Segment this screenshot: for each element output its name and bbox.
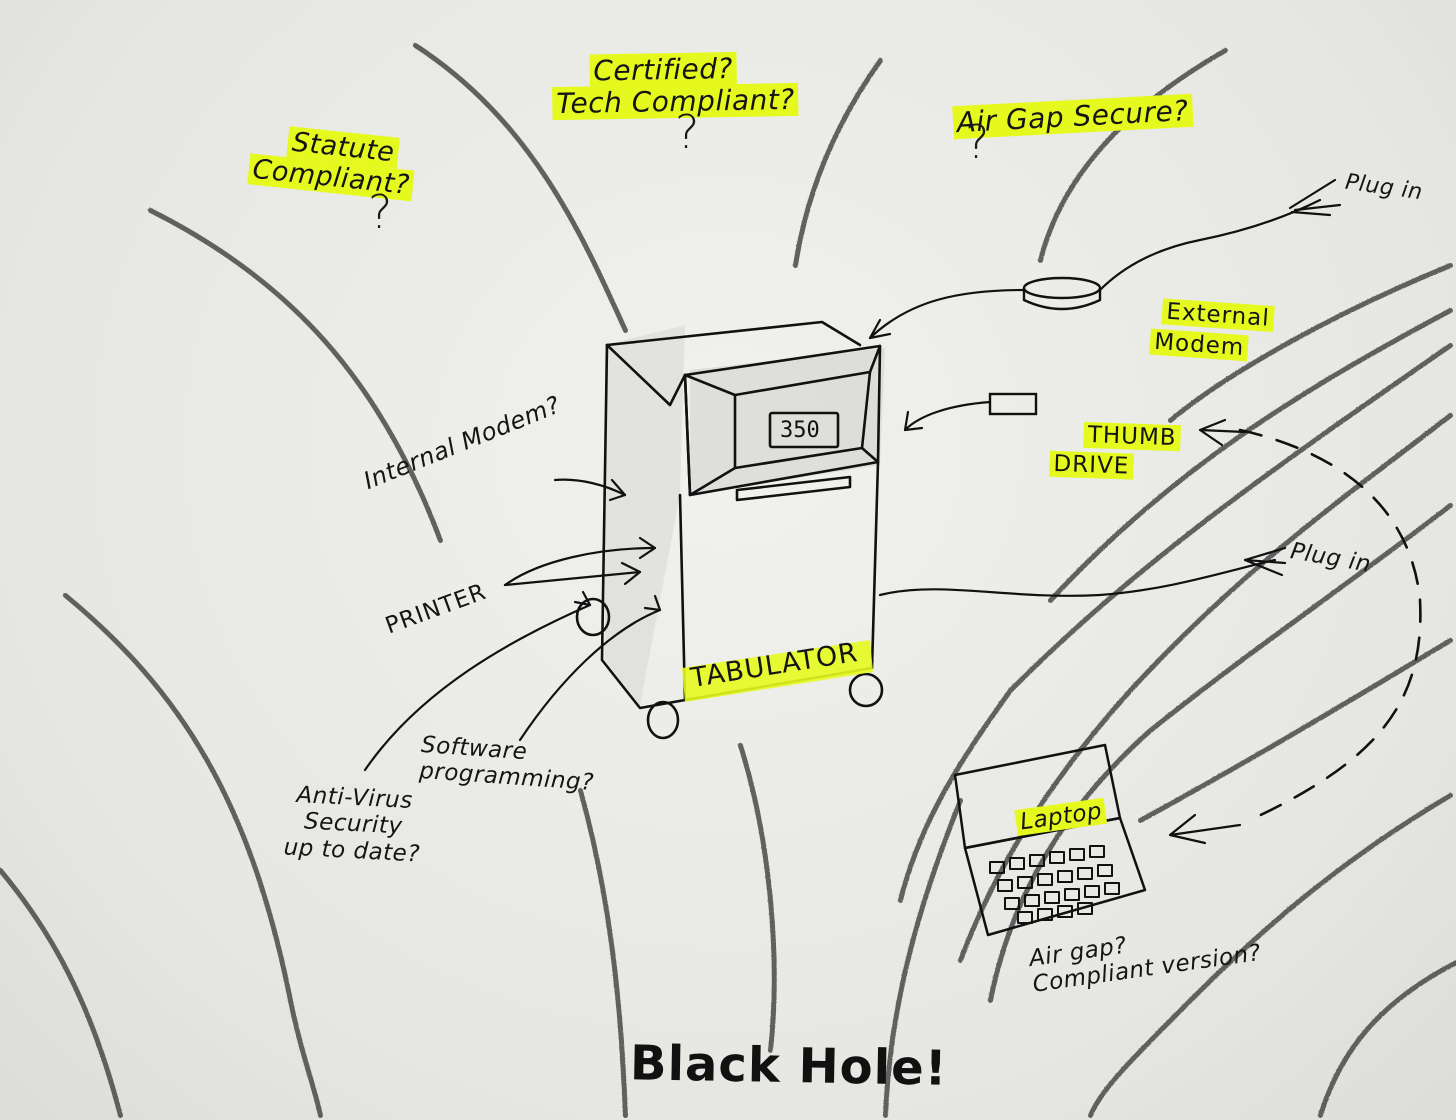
tabulator-machine	[575, 320, 885, 740]
curve-left-2	[0, 867, 123, 1118]
statute-compliant-label: Statute Compliant?	[244, 92, 421, 233]
wheel-back-left	[575, 597, 611, 637]
counter-window	[768, 411, 840, 449]
tabulator-counter: 350	[780, 418, 820, 443]
wheel-front-right	[848, 672, 884, 708]
curve-bottom-mid-left	[577, 787, 628, 1118]
curve-right-4	[957, 412, 1453, 963]
curve-bottom-mid-right	[882, 797, 963, 1118]
curve-right-7	[1087, 792, 1453, 1118]
laptop-text: Laptop	[1014, 798, 1108, 837]
curve-left-1	[62, 592, 323, 1118]
thumb-drive-device	[988, 392, 1038, 416]
curve-right-6	[1137, 637, 1453, 823]
thumb-drive-label: THUMB DRIVE	[1048, 390, 1182, 514]
curve-top-right	[1037, 47, 1228, 263]
curve-right-3	[897, 342, 1453, 903]
wheel-front-left	[646, 700, 680, 740]
connection-lines	[363, 178, 1342, 845]
external-modem-label: External Modem	[1124, 263, 1277, 397]
air-gap-secure-label: Air Gap Secure?	[913, 63, 1195, 174]
black-hole-title: Black Hole!	[629, 1035, 949, 1097]
external-modem-device	[1022, 276, 1102, 311]
external-modem-text: External Modem	[1149, 298, 1275, 362]
curve-top-mid	[792, 57, 883, 268]
curve-right-2	[1047, 307, 1453, 603]
gravity-curves	[0, 42, 1456, 1118]
question-mark-certified: ?	[675, 105, 700, 159]
curve-bottom-right	[1317, 959, 1456, 1118]
thumb-drive-text: THUMB DRIVE	[1049, 421, 1182, 480]
antivirus-label: Anti-Virus Security up to date?	[283, 782, 421, 868]
curve-right-1	[1167, 262, 1453, 423]
curve-top-left	[147, 207, 443, 543]
laptop-label: Laptop	[980, 772, 1111, 867]
curve-top-mid-left	[412, 42, 628, 333]
dashed-arrow	[1238, 428, 1422, 822]
question-mark-air-gap: ?	[965, 115, 990, 169]
curve-bottom-mid	[737, 742, 777, 1053]
question-mark-statute: ?	[368, 185, 393, 239]
